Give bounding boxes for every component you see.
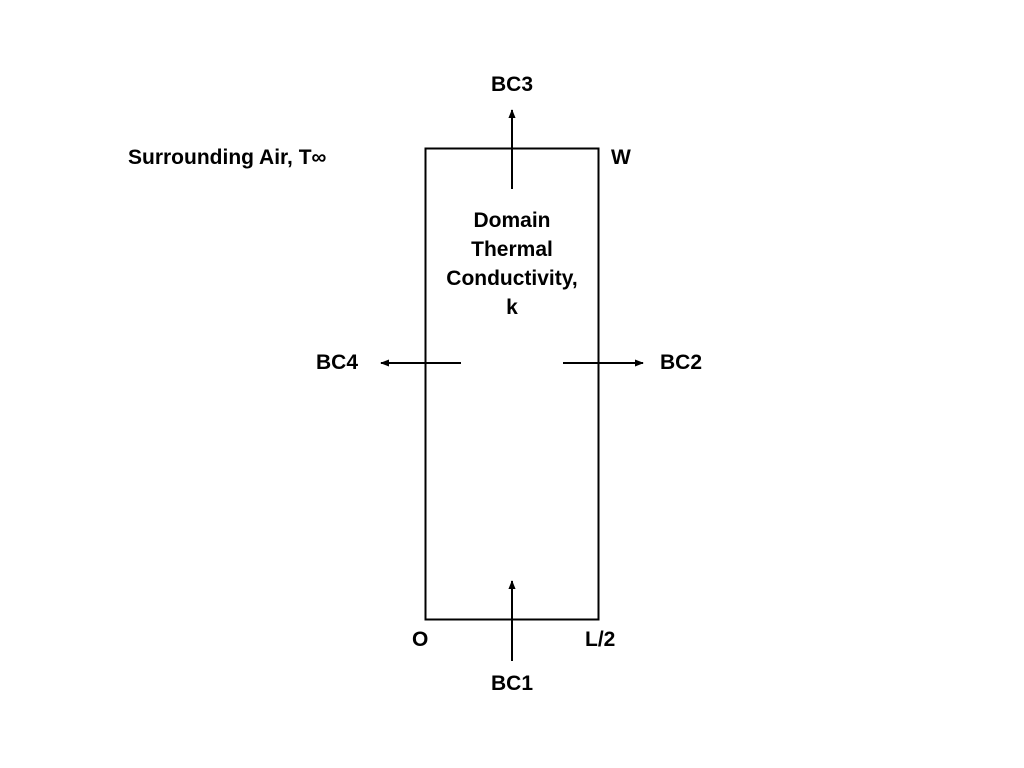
bc4-label: BC4: [316, 351, 359, 374]
bc2-label: BC2: [660, 351, 703, 374]
surrounding-air-label: Surrounding Air, T∞: [128, 146, 327, 169]
domain-label-line: Thermal: [471, 238, 553, 261]
bc3-label: BC3: [490, 73, 534, 96]
corner-label-origin: O: [412, 628, 429, 651]
corner-label-w: W: [611, 146, 631, 169]
corner-label-l-half: L/2: [585, 628, 616, 651]
domain-label-line: k: [506, 296, 518, 319]
domain-label: Domain Thermal Conductivity, k: [446, 206, 577, 322]
bc1-label: BC1: [490, 672, 534, 695]
domain-label-line: Domain: [473, 209, 551, 232]
domain-label-line: Conductivity,: [446, 267, 578, 290]
